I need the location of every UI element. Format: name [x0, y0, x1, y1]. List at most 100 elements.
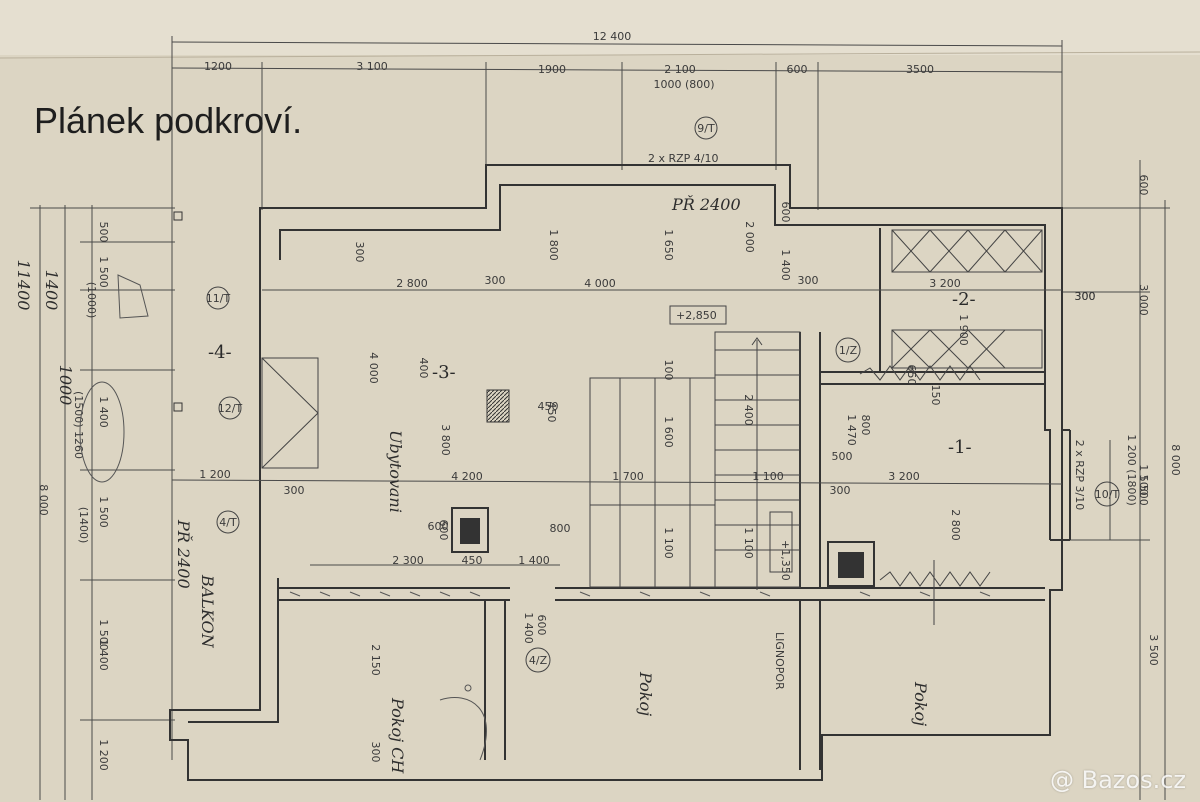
right-dimension-labels: 600 300 3 000 8 000 1 200 (1800) 1 500 3… — [1073, 175, 1182, 666]
outer-walls — [169, 164, 1071, 781]
dim-label: 3 200 — [888, 470, 920, 483]
inner-dimension-labels: 2 800 300 4 000 300 3 200 300 1 200 300 … — [199, 274, 1095, 567]
dim-label: 4 200 — [451, 470, 483, 483]
top-dimension-labels: 12 400 1200 3 100 1900 2 100 1000 (800) … — [204, 30, 934, 91]
marker-label: 11/T — [206, 292, 231, 305]
room-label-4: -4- — [208, 342, 232, 363]
dim-label: 1 500 — [1137, 474, 1150, 506]
dim-label: 1 400 — [97, 396, 110, 428]
dim-label: 600 — [428, 520, 449, 533]
level-box — [669, 305, 727, 325]
dim-label: 1900 — [538, 63, 566, 76]
chimneys — [451, 389, 875, 587]
page-title: Plánek podkroví. — [34, 100, 303, 141]
pokoj-label: Pokoj — [636, 671, 655, 716]
dim-label: 150 — [929, 385, 942, 406]
dim-label: 1 800 — [547, 229, 560, 261]
dim-label: 450 — [545, 402, 558, 423]
dim-label: (1000) — [85, 282, 98, 319]
roof-windows — [261, 229, 1043, 469]
dim-label: 1 400 — [518, 554, 550, 567]
level-label: +2,850 — [676, 309, 717, 322]
dim-label: 300 — [353, 242, 366, 263]
dim-label: 100 — [662, 360, 675, 381]
level-box — [769, 511, 793, 573]
marker-labels: 9/T 11/T 12/T 4/T 1/Z 4/Z 10/T — [206, 122, 1120, 667]
dim-label: 450 — [538, 400, 559, 413]
dim-label: 600 — [779, 202, 792, 223]
dim-label: 300 — [830, 484, 851, 497]
dim-label: 600 — [787, 63, 808, 76]
pokoj-label: Pokoj — [911, 681, 930, 726]
vertical-dimension-labels: 300 1 800 1 650 2 000 600 1 400 400 4 00… — [353, 202, 1150, 763]
dim-label: 300 — [1075, 290, 1096, 303]
dim-label: 1 400 — [779, 249, 792, 281]
ubytovani-label: Ubytovani — [386, 430, 405, 513]
dim-label: (1500) 1260 — [72, 391, 85, 459]
paper-fold — [0, 51, 1200, 59]
dim-label: 2 000 — [743, 221, 756, 253]
handwritten-scribbles — [79, 274, 487, 761]
interior-walls — [278, 228, 1045, 770]
marker-label: 1/Z — [839, 344, 858, 357]
watermark: @ Bazos.cz — [1049, 766, 1186, 794]
dim-label: 12 400 — [593, 30, 632, 43]
dim-label: 3500 — [906, 63, 934, 76]
marker-label: 4/Z — [529, 654, 548, 667]
rzp-label: 2 x RZP 4/10 — [648, 152, 719, 165]
dim-label: 2 x RZP 3/10 — [1073, 440, 1086, 511]
room-label-2: -2- — [952, 289, 976, 310]
marker-label: 10/T — [1095, 488, 1120, 501]
dim-label: 1 100 — [662, 527, 675, 559]
dim-label: 600 — [1137, 175, 1150, 196]
dim-label: 400 — [417, 358, 430, 379]
right-dimension-lines — [1062, 160, 1170, 800]
dim-label: 300 — [284, 484, 305, 497]
pokoj-small-label: Pokoj CH — [388, 697, 407, 774]
dim-label: 1 500 — [1137, 464, 1150, 496]
dim-label: 2 800 — [396, 277, 428, 290]
dim-label: 1 700 — [612, 470, 644, 483]
insulation-marks — [859, 365, 991, 625]
dim-label: 4 000 — [584, 277, 616, 290]
dim-label: 800 — [859, 415, 872, 436]
dim-label: 2 150 — [369, 644, 382, 676]
dim-label: 800 — [550, 522, 571, 535]
dim-label: 4 000 — [367, 352, 380, 384]
dim-label: 3 100 — [356, 60, 388, 73]
dim-label: 1 100 — [752, 470, 784, 483]
dim-label: 1 900 — [957, 314, 970, 346]
dim-label: 8 000 — [1169, 444, 1182, 476]
dim-label: 2 800 — [949, 509, 962, 541]
left-dimension-labels: 11400 1400 1000 500 1 500 (1000) 1 500 (… — [14, 222, 110, 771]
dim-label: 3 500 — [1147, 634, 1160, 666]
dim-label: 3 200 — [929, 277, 961, 290]
lignopor-label: LIGNOPOR — [773, 632, 786, 690]
dim-label: 300 — [369, 742, 382, 763]
dim-label: 300 — [798, 274, 819, 287]
wall-hatching — [289, 591, 991, 597]
dim-label: 500 — [832, 450, 853, 463]
dim-label: 1400 — [42, 270, 61, 311]
level-label: +1,350 — [779, 540, 792, 581]
dim-label: 1 500 — [97, 619, 110, 651]
dim-label: 1 650 — [662, 229, 675, 261]
dim-label: 1 500 — [97, 496, 110, 528]
dim-label: 1 470 — [845, 414, 858, 446]
pr-label: PŘ 2400 — [671, 194, 741, 214]
dim-label: 1 500 — [97, 256, 110, 288]
dim-label: 650 — [905, 365, 918, 386]
dim-label: 1 400 — [97, 639, 110, 671]
dim-label: 300 — [1075, 290, 1096, 303]
dim-label: 1000 — [56, 365, 75, 406]
section-markers — [206, 116, 1120, 673]
top-dimension-lines — [171, 36, 1063, 760]
dim-label: 600 — [437, 520, 450, 541]
marker-label: 12/T — [218, 402, 243, 415]
dim-label: 1 600 — [662, 416, 675, 448]
balkon-label: BALKON — [198, 574, 217, 649]
dim-label: (1400) — [77, 507, 90, 544]
